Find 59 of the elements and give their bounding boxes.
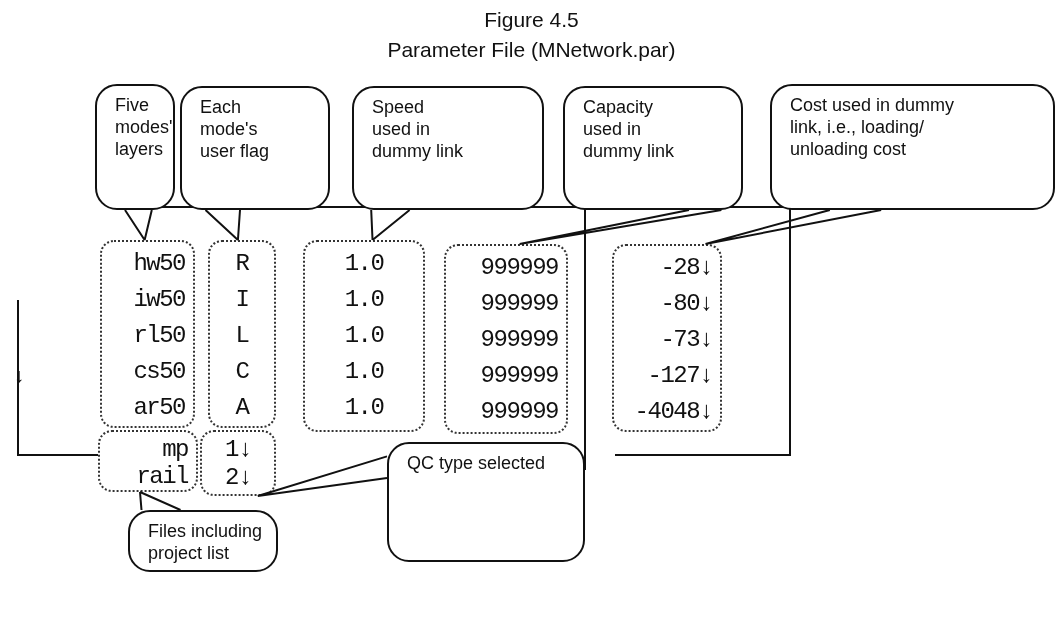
parameter-value: 1.0 bbox=[343, 249, 385, 279]
listing-group bbox=[100, 240, 195, 428]
parameter-value: mp bbox=[161, 436, 188, 463]
parameter-value: 1.0 bbox=[343, 393, 385, 423]
callout-bubble bbox=[770, 84, 1055, 210]
callout-bubble bbox=[128, 510, 278, 572]
listing-group bbox=[612, 244, 722, 432]
listing-group bbox=[200, 430, 276, 496]
parameter-value: -28↓ bbox=[659, 253, 712, 283]
parameter-value: cs50 bbox=[132, 357, 185, 387]
callout-pointer bbox=[370, 209, 411, 241]
parameter-value: R bbox=[234, 249, 250, 279]
callout-text: Each mode's user flag bbox=[200, 96, 271, 162]
listing-group bbox=[208, 240, 276, 428]
parameter-value: 1.0 bbox=[343, 321, 385, 351]
parameter-value: 1.0 bbox=[343, 285, 385, 315]
parameter-value: C bbox=[234, 357, 250, 387]
parameter-value: 1.0 bbox=[343, 357, 385, 387]
listing-group bbox=[444, 244, 568, 434]
parameter-value: rl50 bbox=[132, 321, 185, 351]
callout-pointer bbox=[124, 209, 153, 241]
callout-text: QC type selected bbox=[407, 452, 547, 474]
parameter-value: iw50 bbox=[132, 285, 185, 315]
parameter-value: 999999 bbox=[479, 361, 558, 391]
callout-text: Speed used in dummy link bbox=[372, 96, 465, 162]
parameter-value: 999999 bbox=[479, 289, 558, 319]
parameter-value: L bbox=[234, 321, 250, 351]
listing-group bbox=[98, 430, 198, 492]
parameter-value: rail bbox=[135, 463, 188, 490]
parameter-value: 999999 bbox=[479, 253, 558, 283]
callout-bubble bbox=[352, 86, 544, 210]
parameter-value: -127↓ bbox=[646, 361, 712, 391]
figure-title: Figure 4.5 bbox=[483, 8, 580, 32]
callout-text: Capacity used in dummy link bbox=[583, 96, 676, 162]
callout-bubble bbox=[387, 442, 585, 562]
parameter-value: -73↓ bbox=[659, 325, 712, 355]
parameter-value: 2↓ bbox=[224, 464, 252, 492]
callout-pointer bbox=[256, 455, 388, 497]
figure-subtitle: Parameter File (MNetwork.par) bbox=[386, 38, 677, 62]
parameter-value: 999999 bbox=[479, 397, 558, 427]
callout-text: Files including project list bbox=[148, 520, 264, 564]
parameter-value: -4048↓ bbox=[633, 397, 712, 427]
parameter-value: 999999 bbox=[479, 325, 558, 355]
parameter-value: I bbox=[234, 285, 250, 315]
callout-pointer bbox=[204, 209, 241, 241]
callout-bubble bbox=[563, 86, 743, 210]
parameter-value: ar50 bbox=[132, 393, 185, 423]
callout-text: Five modes' layers bbox=[115, 94, 174, 160]
parameter-value: hw50 bbox=[132, 249, 185, 279]
parameter-value: -80↓ bbox=[659, 289, 712, 319]
callout-text: Cost used in dummy link, i.e., loading/ unloading cost bbox=[790, 94, 956, 160]
parameter-value: A bbox=[234, 393, 251, 423]
callout-pointer bbox=[518, 209, 723, 245]
listing-group bbox=[303, 240, 425, 432]
callout-bubble bbox=[180, 86, 330, 210]
parameter-value: 1↓ bbox=[224, 436, 252, 464]
callout-pointer bbox=[704, 209, 883, 245]
callout-pointer bbox=[139, 491, 182, 511]
callout-bubble bbox=[95, 84, 175, 210]
